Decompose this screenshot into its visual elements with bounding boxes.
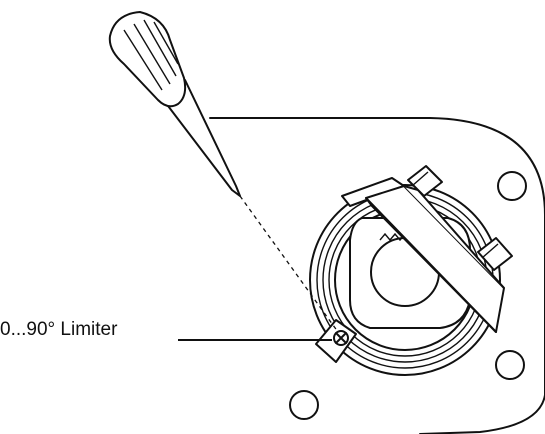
clamp-bracket (341, 177, 505, 333)
limiter-tab (315, 319, 357, 363)
mounting-hole-icon (495, 350, 525, 380)
screwdriver-icon (108, 11, 241, 197)
mounting-hole-icon (289, 390, 319, 420)
guide-line (239, 195, 339, 333)
limiter-screw-icon (333, 330, 349, 346)
limiter-label: 0...90° Limiter (0, 319, 118, 340)
bracket-bolt-upper (407, 165, 443, 197)
bracket-bolt-lower (477, 237, 513, 271)
mounting-hole-icon (497, 171, 527, 201)
